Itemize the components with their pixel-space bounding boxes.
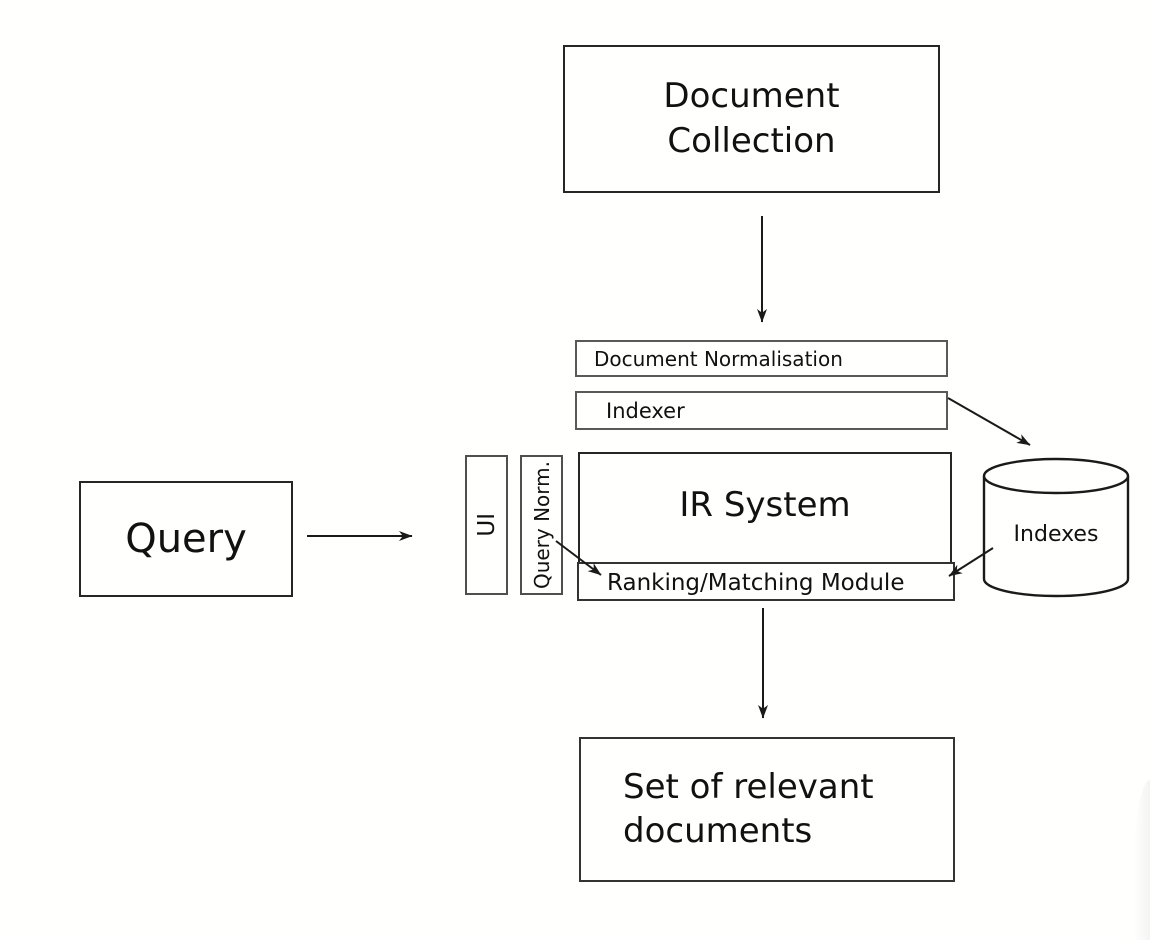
node-document-normalisation: Document Normalisation <box>575 340 948 377</box>
node-query: Query <box>79 481 293 597</box>
node-ranking-matching-module: Ranking/Matching Module <box>577 562 955 601</box>
node-indexer: Indexer <box>575 391 948 430</box>
right-edge-shadow <box>1134 780 1150 940</box>
node-set-of-relevant-documents: Set of relevant documents <box>579 737 955 882</box>
node-query-norm-label: Query Norm. <box>529 460 554 590</box>
node-indexes-label: Indexes <box>1013 522 1099 547</box>
node-ui-label: UI <box>473 513 500 537</box>
arrow-indexer-to-indexes <box>947 397 1031 446</box>
node-query-norm: Query Norm. <box>520 455 563 595</box>
node-ui: UI <box>465 455 508 595</box>
node-document-collection: Document Collection <box>563 45 940 193</box>
arrow-indexes-to-ranking <box>948 547 994 577</box>
